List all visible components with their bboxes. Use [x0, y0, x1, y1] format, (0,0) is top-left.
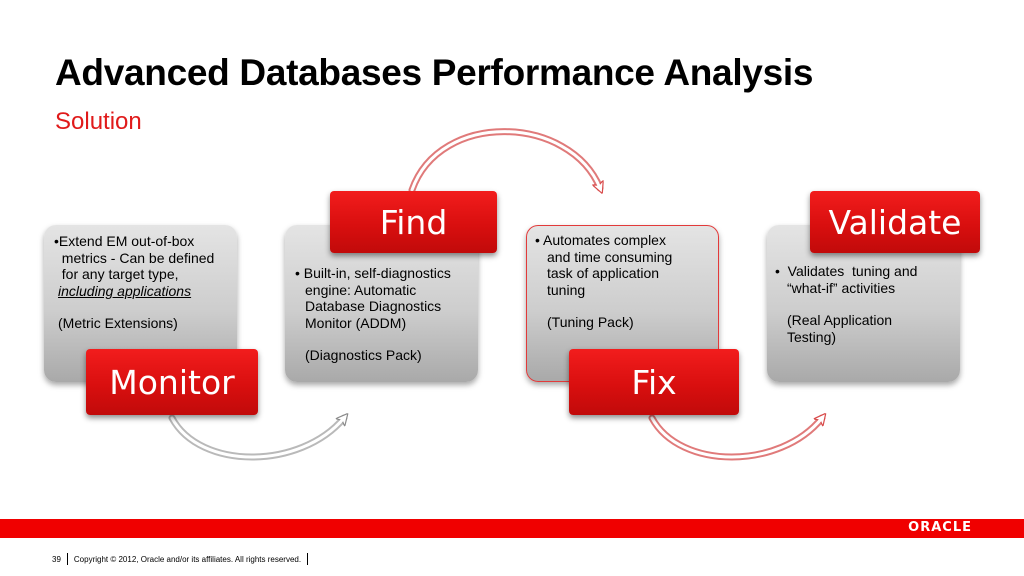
card-fix-line-1: • Automates complex: [535, 232, 666, 248]
footer-separator: [66, 553, 68, 565]
footer-red-bar: [0, 519, 1024, 538]
card-monitor-line-2: metrics - Can be defined: [54, 249, 215, 266]
slide-title: Advanced Databases Performance Analysis: [55, 52, 814, 93]
copyright-text: Copyright © 2012, Oracle and/or its affi…: [73, 554, 302, 564]
label-fix: Fix: [569, 349, 739, 415]
label-monitor: Monitor: [86, 349, 258, 415]
arrow-monitor-to-find: [168, 418, 344, 461]
arrow-fix-to-validate: [648, 418, 822, 461]
card-monitor-line-1: •Extend EM out-of-box: [54, 233, 195, 249]
page-number: 39: [52, 554, 61, 564]
slide-subtitle: Solution: [55, 108, 142, 135]
card-validate-line-1: • Validates tuning and: [775, 263, 918, 279]
card-monitor-italic-line: including applications: [58, 282, 192, 299]
card-fix-line-4: tuning: [547, 281, 586, 298]
oracle-logo: ORACLE: [908, 520, 972, 535]
label-validate: Validate: [810, 191, 980, 253]
card-find-note: (Diagnostics Pack): [305, 347, 422, 363]
card-find-line-4: Monitor (ADDM): [305, 314, 407, 331]
footer: 39 Copyright © 2012, Oracle and/or its a…: [52, 553, 309, 565]
card-monitor-note: (Metric Extensions): [58, 315, 178, 331]
label-find: Find: [330, 191, 497, 253]
card-validate-line-2: “what-if” activities: [787, 279, 896, 296]
card-monitor-line-3: for any target type,: [54, 266, 179, 282]
card-fix-line-2: and time consuming: [547, 248, 673, 265]
card-find-line-2: engine: Automatic: [305, 281, 417, 298]
card-find-line-1: • Built-in, self-diagnostics: [295, 265, 451, 281]
arrow-find-to-fix: [408, 128, 600, 190]
card-find-line-3: Database Diagnostics: [305, 298, 442, 314]
card-validate-note-2: Testing): [787, 328, 837, 345]
footer-separator-end: [307, 553, 309, 565]
card-fix-note: (Tuning Pack): [547, 314, 634, 330]
card-validate-note-1: (Real Application: [787, 312, 893, 328]
card-fix-line-3: task of application: [547, 265, 660, 281]
